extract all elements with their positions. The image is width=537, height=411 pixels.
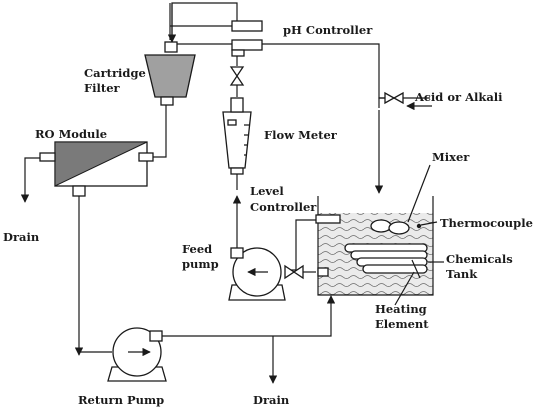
feed-pump: Feed pump: [182, 242, 286, 301]
flow-meter-tube: [222, 111, 252, 169]
heating-leader-2: [411, 259, 421, 279]
flow-meter-scale: [244, 124, 250, 156]
thermocouple-label: Thermocouple: [440, 216, 533, 230]
heating-element-label-line1: Heating: [375, 302, 427, 316]
ro-concentrate-port: [72, 185, 86, 197]
heating-element-label-line2: Element: [375, 317, 429, 331]
level-sensor: [315, 214, 341, 224]
acid-or-alkali-label: Acid or Alkali: [414, 90, 503, 104]
ph-sensor-stem: [231, 49, 245, 57]
flow-meter-label: Flow Meter: [264, 128, 338, 142]
mixer-blade-right: [388, 221, 410, 235]
tank-outlet-port: [317, 267, 329, 277]
feed-pump-label-line1: Feed: [182, 242, 212, 256]
drain-left-label: Drain: [3, 230, 40, 244]
acid-valve: Acid or Alkali: [384, 90, 503, 105]
chemicals-tank-label-line1: Chemicals: [446, 252, 513, 266]
tank-wall: [317, 196, 434, 296]
ph-sensor-block-bottom: [231, 39, 263, 51]
ro-module-label: RO Module: [35, 127, 107, 141]
return-pump: Return Pump: [78, 327, 167, 407]
tank-outlet-valve: [284, 264, 304, 280]
control-valve-feed: [229, 66, 245, 86]
thermocouple-probe: [416, 223, 422, 229]
ro-feed-port: [138, 152, 154, 162]
cartridge-filter: Cartridge Filter: [84, 41, 196, 106]
mixer-leader: [407, 164, 431, 223]
flow-meter-float: [227, 119, 237, 126]
heating-coil: [344, 243, 428, 274]
filter-body: [144, 54, 196, 98]
ro-module: RO Module: [35, 127, 154, 197]
heating-leader: [394, 271, 415, 306]
ph-sensor-block-top: [231, 20, 263, 32]
level-controller-label-line2: Controller: [250, 200, 317, 214]
mixer-blade-left: [370, 219, 392, 233]
level-controller-label-line1: Level: [250, 184, 284, 198]
feed-pump-label-line2: pump: [182, 257, 219, 271]
chemicals-tank-label-line2: Tank: [446, 267, 478, 281]
pipe-network: [20, 2, 432, 384]
cartridge-filter-label-line1: Cartridge: [84, 66, 146, 80]
flow-meter: Flow Meter: [222, 97, 338, 175]
ph-controller: pH Controller: [231, 20, 373, 57]
ro-permeate-port: [39, 152, 56, 162]
cartridge-filter-label-line2: Filter: [84, 81, 121, 95]
return-pump-label: Return Pump: [78, 393, 164, 407]
ph-controller-label: pH Controller: [283, 23, 373, 37]
mixer-label: Mixer: [432, 150, 470, 164]
drain-bottom-label: Drain: [253, 393, 290, 407]
ro-membrane: [54, 141, 148, 187]
chemicals-tank: Mixer Thermocouple Chemicals Tank Heatin…: [315, 150, 533, 331]
